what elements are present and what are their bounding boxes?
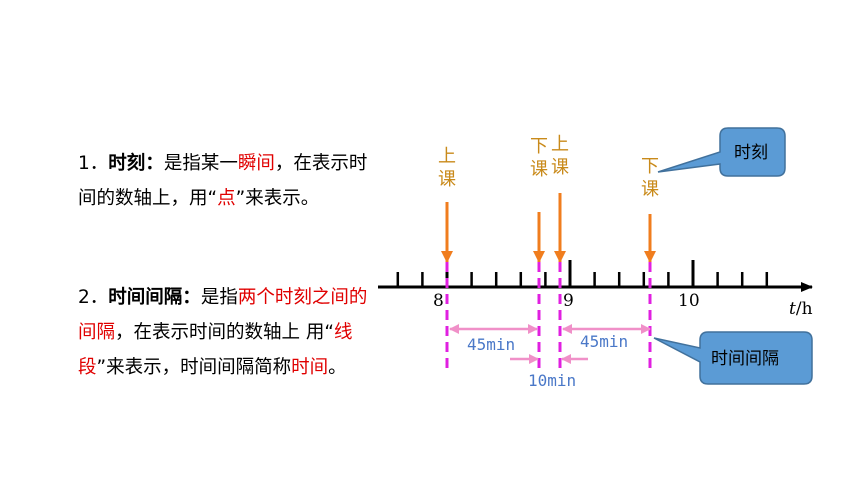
event-label-char: 上 [438,146,456,167]
definition-text: 。 [328,357,347,378]
class-events: 上课下课上课下课 [438,134,659,263]
definition-colon: ： [182,287,201,308]
definition-number: 2． [78,287,109,308]
highlighted-text: 两个时刻之间的间隔 [78,287,368,343]
definition-term: 时间间隔 [108,287,183,308]
definition-text: 是指某一 [163,153,238,174]
event-label-char: 课 [641,179,659,200]
definition-text: ”来表示，时间间隔简称 [96,357,292,378]
callout-interval-text: 时间间隔 [711,349,779,369]
highlighted-text: 线段 [78,322,353,378]
axis-unit-label: t/h [789,299,813,319]
axis-minor-ticks [396,272,769,287]
definition-term: 时刻 [108,153,146,174]
tick-label-9: 9 [563,291,574,311]
definition-text: ，在表示时间的数轴上，用“ [78,153,368,209]
highlighted-text: 时间 [291,357,329,378]
definition-number: 1． [78,153,109,174]
tick-label-8: 8 [433,291,444,311]
tick-label-10: 10 [678,291,700,311]
definition-text: ，在表示时间的数轴上 用“ [115,322,334,343]
definition-moment: 1．时刻：是指某一瞬间，在表示时间的数轴上，用“点”来表示。 [78,146,378,216]
callout-moment-text: 时刻 [734,143,768,163]
interval-label-45min-first: 45min [467,335,515,354]
definition-colon: ： [145,153,164,174]
interval-label-45min-second: 45min [580,332,628,351]
event-label-char: 下 [641,156,659,177]
event-label-char: 课 [530,159,548,180]
event-label-char: 上 [551,134,569,155]
highlighted-text: 瞬间 [237,153,275,174]
axis-major-ticks [445,260,695,287]
event-label-char: 下 [530,136,548,157]
time-guides [445,262,652,370]
definition-interval: 2．时间间隔：是指两个时刻之间的间隔，在表示时间的数轴上 用“线段”来表示，时间… [78,280,378,385]
interval-label-10min: 10min [528,371,576,390]
event-label-char: 课 [551,157,569,178]
definition-text: 是指 [200,287,238,308]
callout-interval [653,331,813,385]
highlighted-text: 点 [217,188,236,209]
event-label-char: 课 [438,169,456,190]
callout-moment [657,127,786,177]
definition-text: ”来表示。 [235,188,320,209]
